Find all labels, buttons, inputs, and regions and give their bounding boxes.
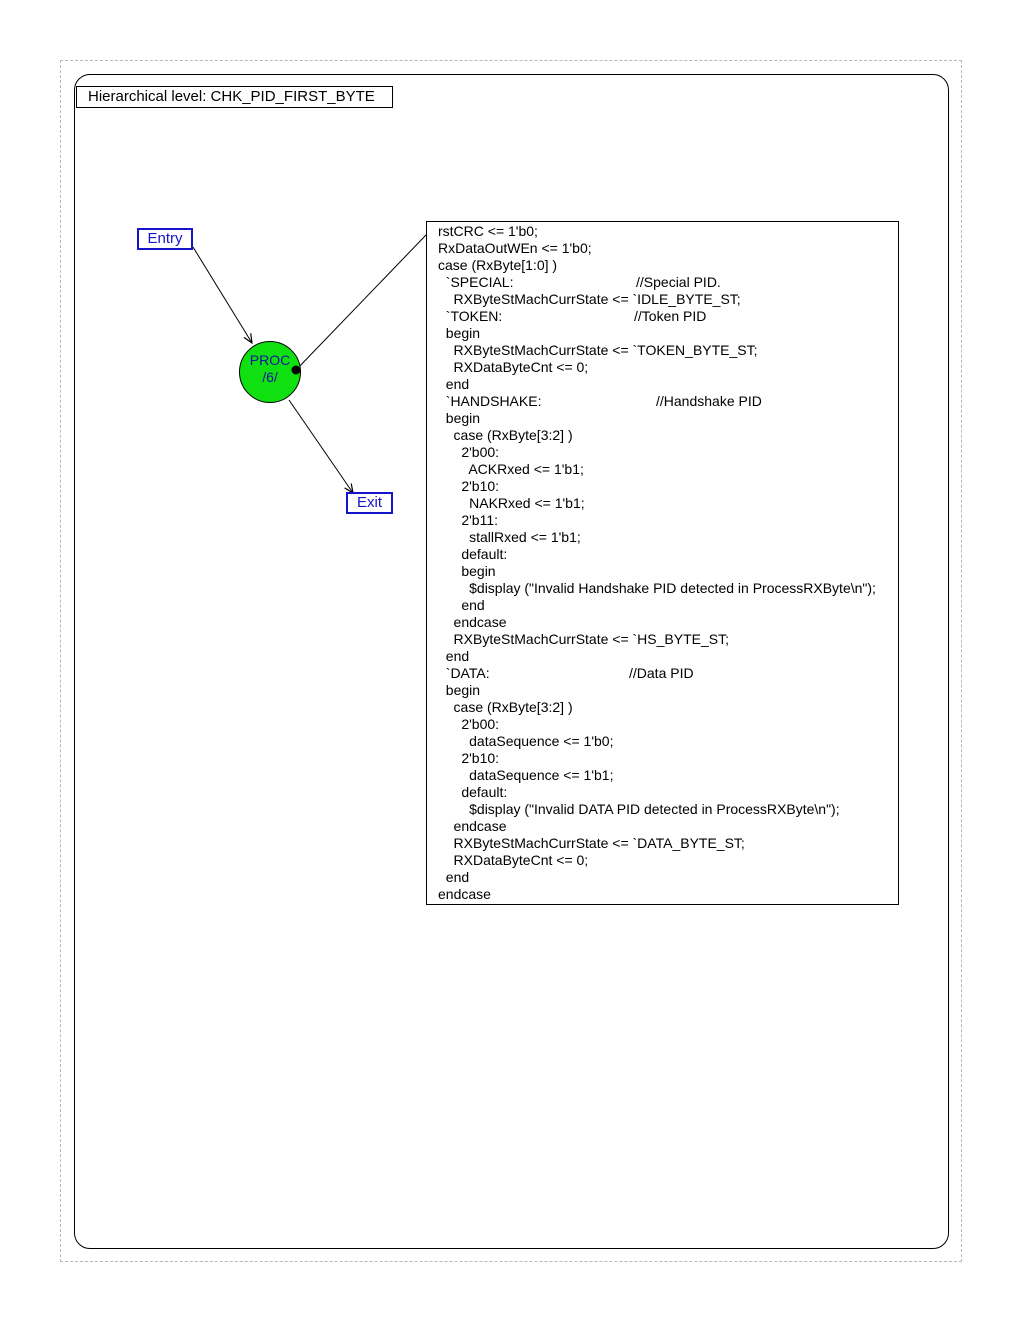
code-line: 2'b10: <box>438 478 500 494</box>
state-name: PROC <box>249 352 291 368</box>
code-line: RXByteStMachCurrState <= `IDLE_BYTE_ST; <box>438 291 741 307</box>
entry-to-proc-transition <box>192 246 252 343</box>
code-line: default: <box>438 784 508 800</box>
code-line: 2'b11: <box>438 512 499 528</box>
state-action-code-box <box>426 221 899 905</box>
code-comment: //Special PID. <box>636 274 721 290</box>
code-line: RxDataOutWEn <= 1'b0; <box>438 240 592 256</box>
code-line: stallRxed <= 1'b1; <box>438 529 581 545</box>
code-comment: //Data PID <box>629 665 694 681</box>
code-line: NAKRxed <= 1'b1; <box>438 495 585 511</box>
entry-port[interactable]: Entry <box>137 228 193 250</box>
proc-to-exit-transition <box>288 399 353 493</box>
code-line: end <box>438 869 470 885</box>
code-line: case (RxByte[3:2] ) <box>438 699 573 715</box>
code-line: case (RxByte[1:0] ) <box>438 257 558 273</box>
code-line: 2'b00: <box>438 716 500 732</box>
code-line: end <box>438 648 470 664</box>
code-line: begin <box>438 325 481 341</box>
code-line: ACKRxed <= 1'b1; <box>438 461 584 477</box>
proc-state-node[interactable] <box>239 341 301 403</box>
hierarchy-frame <box>74 74 949 1249</box>
code-line: 2'b00: <box>438 444 500 460</box>
code-line: begin <box>438 682 481 698</box>
code-line: RXDataByteCnt <= 0; <box>438 852 589 868</box>
code-line: endcase <box>438 818 507 834</box>
code-line: dataSequence <= 1'b1; <box>438 767 614 783</box>
code-line: $display ("Invalid DATA PID detected in … <box>438 801 840 817</box>
code-line: RXByteStMachCurrState <= `TOKEN_BYTE_ST; <box>438 342 758 358</box>
code-line: `TOKEN: <box>438 308 503 324</box>
code-line: RXDataByteCnt <= 0; <box>438 359 589 375</box>
code-comment: //Handshake PID <box>656 393 762 409</box>
page-border <box>60 60 962 1262</box>
code-line: case (RxByte[3:2] ) <box>438 427 573 443</box>
code-comment: //Token PID <box>634 308 707 324</box>
proc-state-label: PROC /6/ <box>239 352 301 386</box>
code-line: end <box>438 376 470 392</box>
code-line: begin <box>438 410 481 426</box>
code-line: $display ("Invalid Handshake PID detecte… <box>438 580 876 596</box>
code-line: end <box>438 597 485 613</box>
code-line: `HANDSHAKE: <box>438 393 542 409</box>
code-line: endcase <box>438 886 491 902</box>
hierarchical-level-title: Hierarchical level: CHK_PID_FIRST_BYTE <box>76 86 393 108</box>
proc-to-action-connector <box>295 234 427 371</box>
code-line: default: <box>438 546 508 562</box>
code-line: RXByteStMachCurrState <= `DATA_BYTE_ST; <box>438 835 745 851</box>
code-line: endcase <box>438 614 507 630</box>
exit-port[interactable]: Exit <box>346 492 393 514</box>
code-line: dataSequence <= 1'b0; <box>438 733 614 749</box>
code-line: `SPECIAL: <box>438 274 514 290</box>
state-index: /6/ <box>262 369 278 385</box>
code-line: RXByteStMachCurrState <= `HS_BYTE_ST; <box>438 631 729 647</box>
code-line: `DATA: <box>438 665 490 681</box>
code-line: begin <box>438 563 496 579</box>
code-line: rstCRC <= 1'b0; <box>438 223 538 239</box>
code-line: 2'b10: <box>438 750 500 766</box>
